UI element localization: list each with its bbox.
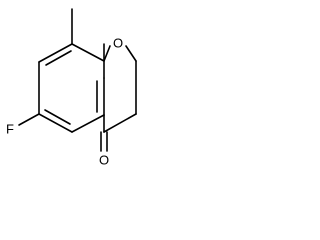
bond-c8a-o1 [103, 45, 111, 62]
bond-c4a-c5 [71, 114, 105, 133]
bonds [18, 8, 137, 152]
bond-c5-c6-inner [44, 109, 71, 125]
bond-c-f [18, 113, 40, 126]
bond-o1-c2 [125, 45, 137, 62]
fluorine-label: F [6, 122, 14, 137]
ring-oxygen-label: O [113, 36, 123, 51]
chemical-structure-diagram: O F O [6, 8, 137, 168]
carbonyl-oxygen-label: O [99, 153, 109, 168]
bond-c3-c4 [103, 113, 137, 133]
bond-c7-c8 [38, 43, 73, 63]
atom-labels: O F O [6, 36, 123, 168]
bond-c7-c8-inner [45, 50, 72, 66]
bond-c5-c6 [38, 113, 73, 133]
bond-c7-c8-aromatic [71, 43, 105, 62]
